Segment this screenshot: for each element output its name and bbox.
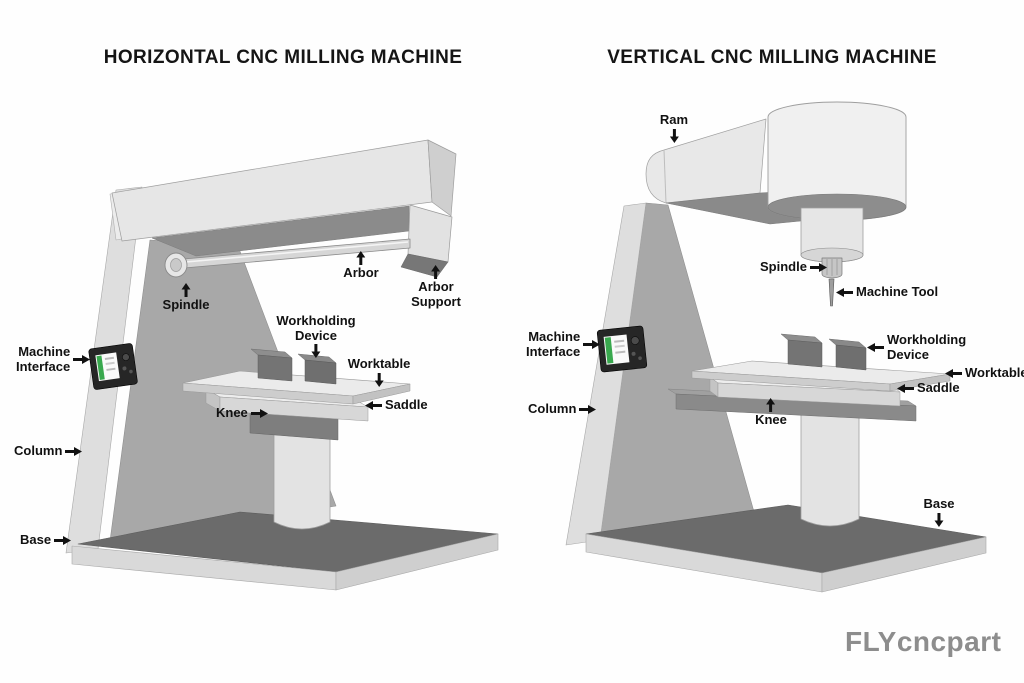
arrow-up-icon	[766, 398, 776, 412]
label-text: Column	[528, 401, 577, 416]
arrow-up-icon	[356, 251, 366, 265]
h-spindle	[164, 252, 188, 278]
label-text: Base	[20, 532, 52, 547]
label-knee-right: Knee	[755, 398, 787, 428]
label-text: Workholding Device	[276, 313, 356, 343]
h-machine-interface-panel	[88, 343, 138, 390]
h-pedestal	[273, 429, 331, 530]
label-spindle-right: Spindle	[760, 259, 827, 275]
v-head	[767, 101, 907, 263]
h-overarm	[111, 139, 457, 257]
label-text: Machine Interface	[526, 329, 581, 359]
arrow-left-icon	[897, 383, 914, 393]
arrow-right-icon	[54, 535, 72, 545]
label-text: Machine Interface	[16, 344, 71, 374]
label-base-right: Base	[923, 496, 955, 527]
arrow-down-icon	[311, 344, 321, 359]
h-workholding-device	[250, 348, 337, 385]
v-pedestal	[800, 401, 860, 527]
arrow-left-icon	[867, 343, 884, 353]
v-spindle	[821, 257, 843, 279]
arrow-right-icon	[583, 340, 601, 350]
horizontal-machine-title: HORIZONTAL CNC MILLING MACHINE	[103, 47, 463, 68]
label-text: Saddle	[917, 380, 960, 395]
arrow-up-icon	[431, 265, 441, 279]
label-arbor: Arbor	[343, 251, 379, 281]
vertical-machine-illustration	[565, 101, 987, 593]
label-arbor-support: Arbor Support	[411, 265, 461, 309]
label-text: Spindle	[760, 259, 807, 274]
label-knee-left: Knee	[216, 405, 268, 421]
label-workholding-device-right: Workholding Device	[867, 332, 967, 362]
label-saddle-right: Saddle	[897, 380, 960, 396]
v-workholding-device	[780, 333, 867, 371]
label-saddle-left: Saddle	[365, 397, 428, 413]
arrow-right-icon	[579, 404, 597, 414]
label-base-left: Base	[20, 532, 72, 548]
vertical-machine-title: VERTICAL CNC MILLING MACHINE	[607, 47, 937, 68]
arrow-down-icon	[669, 128, 679, 143]
v-machine-interface-panel	[596, 325, 648, 373]
h-base	[71, 511, 499, 591]
arrow-down-icon	[934, 512, 944, 527]
v-machine-tool	[828, 278, 835, 307]
v-base	[585, 504, 987, 593]
arrow-up-icon	[181, 283, 191, 297]
label-machine-interface-left: Machine Interface	[16, 344, 91, 374]
arrow-right-icon	[65, 446, 83, 456]
label-text: Base	[923, 496, 955, 511]
arrow-right-icon	[250, 408, 268, 418]
label-text: Knee	[216, 405, 248, 420]
horizontal-machine-illustration	[65, 139, 499, 591]
label-text: Saddle	[385, 397, 428, 412]
label-text: Worktable	[347, 356, 411, 371]
arrow-right-icon	[809, 262, 827, 272]
label-text: Workholding Device	[887, 332, 967, 362]
label-machine-tool: Machine Tool	[836, 284, 939, 300]
label-workholding-device-left: Workholding Device	[276, 313, 356, 359]
arrow-left-icon	[365, 400, 382, 410]
label-text: Ram	[659, 112, 689, 127]
label-text: Arbor Support	[411, 279, 461, 309]
label-machine-interface-right: Machine Interface	[526, 329, 601, 359]
arrow-down-icon	[374, 372, 384, 387]
label-text: Arbor	[343, 265, 379, 280]
arrow-right-icon	[73, 355, 91, 365]
label-text: Knee	[755, 412, 787, 427]
label-text: Spindle	[162, 297, 210, 312]
label-spindle-left: Spindle	[162, 283, 210, 313]
arrow-left-icon	[945, 368, 962, 378]
label-ram: Ram	[659, 112, 689, 143]
label-worktable-left: Worktable	[347, 356, 411, 387]
watermark-text: FLYcncpart	[845, 626, 1002, 657]
h-worktable	[182, 370, 411, 405]
v-column	[565, 202, 757, 546]
label-column-right: Column	[528, 401, 597, 417]
label-text: Machine Tool	[856, 284, 939, 299]
label-text: Column	[14, 443, 63, 458]
label-worktable-right: Worktable	[945, 365, 1024, 381]
arrow-left-icon	[836, 287, 853, 297]
label-text: Worktable	[965, 365, 1024, 380]
label-column-left: Column	[14, 443, 83, 459]
